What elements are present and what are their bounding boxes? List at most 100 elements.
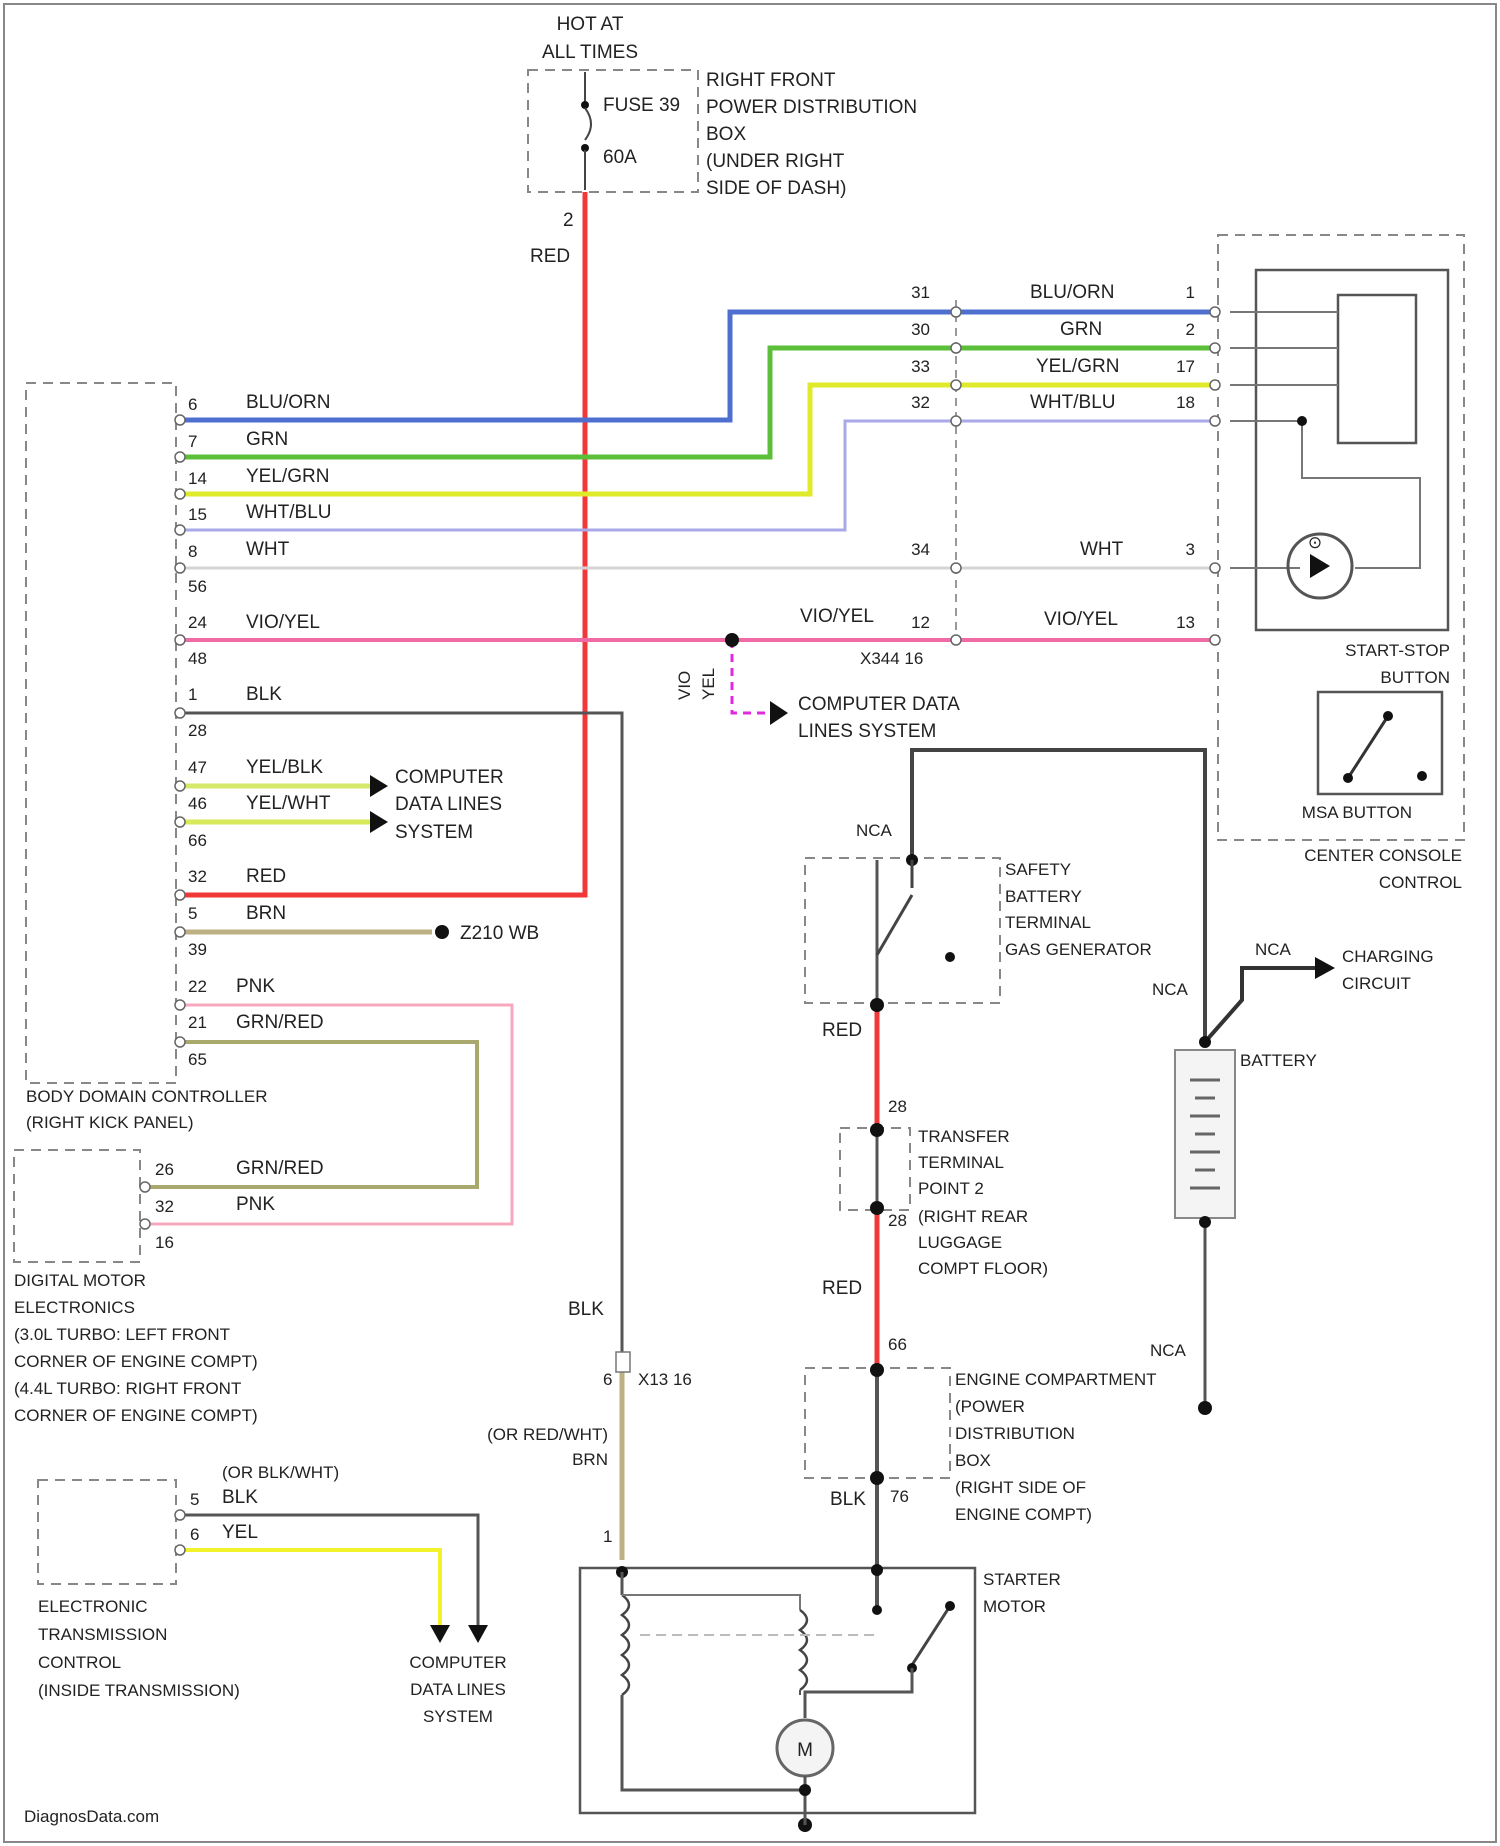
dme-wire-grn-red: GRN/RED	[236, 1158, 324, 1179]
console-label-1: CENTER CONSOLE	[1304, 846, 1462, 865]
bdc-pin-21: 21	[188, 1013, 207, 1032]
etc-label-4: (INSIDE TRANSMISSION)	[38, 1681, 240, 1700]
bdc-wire-brn: BRN	[246, 903, 286, 924]
bdc-pin-8: 8	[188, 542, 197, 561]
safety-nca-label: NCA	[856, 821, 893, 840]
engine-pdb-label-5: (RIGHT SIDE OF	[955, 1478, 1086, 1497]
fuse-element	[585, 108, 591, 140]
etc-data-lines-1: COMPUTER	[409, 1653, 506, 1672]
bdc-pin-66: 66	[188, 831, 207, 850]
bdc-pin-47: 47	[188, 758, 207, 777]
start-stop-module	[1256, 270, 1448, 630]
dme-outline	[14, 1150, 140, 1262]
engine-power-distribution-box: 66 76 BLK ENGINE COMPARTMENT (POWER DIST…	[805, 1335, 1157, 1524]
wire-red-fuse	[180, 192, 585, 895]
bdc-wire-blu-orn: BLU/ORN	[246, 392, 330, 413]
data-lines-2-label-2: LINES SYSTEM	[798, 721, 936, 742]
x344-label: X344 16	[860, 649, 923, 668]
data-lines-2-label-1: COMPUTER DATA	[798, 694, 960, 715]
fuse-pin: 2	[563, 210, 574, 231]
bdc-wire-yel-blk: YEL/BLK	[246, 757, 323, 778]
z210-ground-dot	[435, 925, 449, 939]
engine-pdb-blk-label: BLK	[830, 1489, 866, 1510]
wire-vio-yel-dashed	[732, 640, 770, 713]
bdc-pin-56: 56	[188, 577, 207, 596]
dme-pin-16: 16	[155, 1233, 174, 1252]
x13-pin-bottom: 1	[603, 1527, 612, 1546]
engine-pdb-label-2: (POWER	[955, 1397, 1025, 1416]
transfer-pin-top: 28	[888, 1097, 907, 1116]
console-left-pin-32: 32	[911, 393, 930, 412]
safety-label-1: SAFETY	[1005, 860, 1071, 879]
arrow-etc-yel	[430, 1625, 450, 1643]
safety-battery-terminal: NCA SAFETY BATTERY TERMINAL GAS GENERATO…	[805, 821, 1152, 1041]
etc-label-2: TRANSMISSION	[38, 1625, 167, 1644]
arrow-data-lines-2	[370, 775, 388, 797]
transfer-label-3: POINT 2	[918, 1179, 984, 1198]
fuse-label-4: (UNDER RIGHT	[706, 151, 845, 172]
charging-label-2: CIRCUIT	[1342, 974, 1411, 993]
console-label-2: CONTROL	[1379, 873, 1462, 892]
etc-data-lines-3: SYSTEM	[423, 1707, 493, 1726]
bdc-pin-39: 39	[188, 940, 207, 959]
etc-label-1: ELECTRONIC	[38, 1597, 148, 1616]
arrow-charging	[1315, 957, 1335, 979]
bdc-wire-pnk: PNK	[236, 976, 275, 997]
wire-wht-blu	[180, 421, 1215, 530]
x13-name: X13 16	[638, 1370, 692, 1389]
bdc-pin-24: 24	[188, 613, 207, 632]
bdc-wire-yel-grn: YEL/GRN	[246, 466, 329, 487]
console-right-pin-3: 3	[1186, 540, 1195, 559]
start-stop-label-2: BUTTON	[1380, 668, 1450, 687]
data-lines-label-2: DATA LINES	[395, 794, 502, 815]
transfer-red-label: RED	[822, 1278, 862, 1299]
fuse-label-1: RIGHT FRONT	[706, 70, 836, 91]
bdc-pin-14: 14	[188, 469, 207, 488]
fuse-amps: 60A	[603, 147, 637, 168]
etc-wire-yel: YEL	[222, 1522, 258, 1543]
battery-label: BATTERY	[1240, 1051, 1317, 1070]
console-wire-vio-yel-left: VIO/YEL	[800, 606, 874, 627]
fuse-label-5: SIDE OF DASH)	[706, 178, 846, 199]
bdc-wire-blk: BLK	[246, 684, 282, 705]
etc-wire-blk: BLK	[222, 1487, 258, 1508]
console-left-pin-31: 31	[911, 283, 930, 302]
yel-label-vertical: YEL	[699, 668, 718, 700]
hot-label-2: ALL TIMES	[542, 42, 638, 63]
transfer-pin-bottom: 28	[888, 1211, 907, 1230]
dme-label-4: CORNER OF ENGINE COMPT)	[14, 1352, 258, 1371]
safety-outline	[805, 858, 1000, 1003]
bdc-wire-vio-yel: VIO/YEL	[246, 612, 320, 633]
bdc-pin-48: 48	[188, 649, 207, 668]
fuse-top-node	[581, 101, 589, 109]
splice-vio-yel	[725, 633, 739, 647]
ground-nca-label: NCA	[1150, 1341, 1187, 1360]
dme-wire-pnk: PNK	[236, 1194, 275, 1215]
console-wire-blu-orn: BLU/ORN	[1030, 282, 1114, 303]
wire-pnk	[145, 1005, 512, 1224]
etc-or-blk-wht: (OR BLK/WHT)	[222, 1463, 339, 1482]
x13-connector: BLK 6 X13 16 (OR RED/WHT) BRN 1	[487, 1299, 692, 1546]
start-stop-label-1: START-STOP	[1345, 641, 1450, 660]
starter-label-1: STARTER	[983, 1570, 1061, 1589]
bdc-pin-5: 5	[188, 904, 197, 923]
battery-group: NCA NCA CHARGING CIRCUIT BATTERY NCA	[1150, 940, 1434, 1360]
credit-text: DiagnosData.com	[24, 1807, 159, 1826]
charging-nca-label: NCA	[1255, 940, 1292, 959]
dme-pin-26: 26	[155, 1160, 174, 1179]
ground-node-battery	[1198, 1401, 1212, 1415]
dme-label-1: DIGITAL MOTOR	[14, 1271, 146, 1290]
starter-solenoid-coil-1	[622, 1595, 629, 1695]
console-wire-wht-blu: WHT/BLU	[1030, 392, 1116, 413]
engine-pdb-pin-top: 66	[888, 1335, 907, 1354]
bdc-wire-grn-red: GRN/RED	[236, 1012, 324, 1033]
console-right-pin-2: 2	[1186, 320, 1195, 339]
bdc-wire-wht-blu: WHT/BLU	[246, 502, 332, 523]
arrow-etc-blk	[468, 1625, 488, 1643]
transfer-label-4: (RIGHT REAR	[918, 1207, 1028, 1226]
red-wire-label-top: RED	[530, 246, 570, 267]
transfer-label-1: TRANSFER	[918, 1127, 1010, 1146]
fuse-box-outline	[528, 70, 698, 192]
transfer-outline	[840, 1128, 910, 1210]
msa-switch-icon	[1348, 716, 1388, 778]
